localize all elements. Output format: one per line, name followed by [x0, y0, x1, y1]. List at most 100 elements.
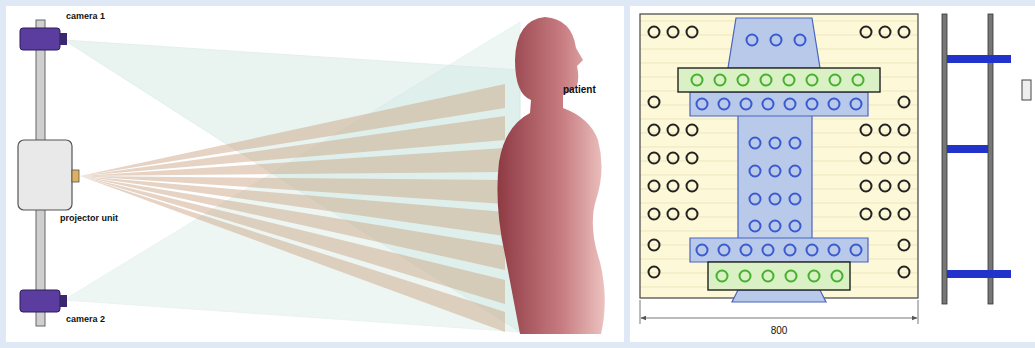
- hole: [829, 99, 840, 110]
- projector-lens: [72, 170, 79, 182]
- hole: [649, 267, 660, 278]
- hole: [807, 245, 818, 256]
- dimension-tick: [918, 300, 919, 324]
- camera-lens: [60, 295, 67, 307]
- hole: [770, 194, 781, 205]
- hole: [899, 240, 910, 251]
- hole: [899, 27, 910, 38]
- hole: [761, 75, 772, 86]
- camera-field: [64, 22, 520, 332]
- hole: [692, 75, 703, 86]
- hole: [649, 209, 660, 220]
- hole: [829, 245, 840, 256]
- subject-label: patient: [563, 84, 596, 95]
- hole: [880, 181, 891, 192]
- hole: [790, 166, 801, 177]
- hole: [649, 181, 660, 192]
- hole: [763, 99, 774, 110]
- right-panel: [630, 6, 1035, 342]
- projector-body: [18, 140, 72, 210]
- hole: [880, 27, 891, 38]
- hole: [770, 166, 781, 177]
- hole: [687, 209, 698, 220]
- hole: [861, 181, 872, 192]
- hole: [738, 75, 749, 86]
- device-label: projector unit: [60, 214, 118, 224]
- hole: [899, 125, 910, 136]
- hole: [668, 209, 679, 220]
- hole: [687, 153, 698, 164]
- side-bar: [947, 55, 1011, 63]
- left-panel: [6, 6, 624, 342]
- hole: [771, 35, 782, 46]
- hole: [807, 99, 818, 110]
- hole: [770, 138, 781, 149]
- hole: [861, 27, 872, 38]
- hole: [851, 245, 862, 256]
- blue-mount: [690, 18, 868, 302]
- hole: [830, 75, 841, 86]
- hole: [899, 153, 910, 164]
- dimension-label: 800: [771, 325, 788, 336]
- side-bar: [947, 145, 988, 153]
- hole: [649, 97, 660, 108]
- hole: [741, 99, 752, 110]
- hole: [809, 271, 820, 282]
- hole: [697, 245, 708, 256]
- hole: [899, 97, 910, 108]
- hole: [790, 194, 801, 205]
- hole: [750, 138, 761, 149]
- camera-body: [20, 28, 60, 50]
- hole: [763, 245, 774, 256]
- hole: [786, 271, 797, 282]
- hole: [668, 27, 679, 38]
- hole: [668, 181, 679, 192]
- hole: [861, 153, 872, 164]
- hole: [790, 221, 801, 232]
- hole: [795, 35, 806, 46]
- hole: [763, 271, 774, 282]
- hole: [861, 209, 872, 220]
- hole: [687, 125, 698, 136]
- dimension-line: [641, 318, 917, 319]
- dimension-tick: [640, 300, 641, 324]
- green-bar: [708, 262, 850, 290]
- green-bar: [678, 68, 880, 92]
- hole: [832, 271, 843, 282]
- hole: [649, 27, 660, 38]
- hole: [649, 125, 660, 136]
- hole: [687, 27, 698, 38]
- hole: [899, 181, 910, 192]
- holes: [649, 27, 910, 282]
- hole: [747, 35, 758, 46]
- projector-beams: [80, 84, 505, 332]
- hole: [649, 153, 660, 164]
- hole: [649, 240, 660, 251]
- side-bar: [947, 270, 1011, 278]
- device-label: camera 1: [66, 12, 105, 22]
- hole: [740, 271, 751, 282]
- device-label: camera 2: [66, 315, 105, 325]
- camera-lens: [60, 33, 67, 45]
- hole: [719, 99, 730, 110]
- hole: [851, 99, 862, 110]
- hole: [717, 271, 728, 282]
- hole: [853, 75, 864, 86]
- hole: [784, 75, 795, 86]
- hole: [715, 75, 726, 86]
- hole: [861, 125, 872, 136]
- hole: [880, 209, 891, 220]
- hole: [790, 138, 801, 149]
- hole: [880, 153, 891, 164]
- side-block: [1022, 80, 1031, 100]
- hole: [770, 221, 781, 232]
- hole: [750, 221, 761, 232]
- hole: [807, 75, 818, 86]
- hole: [719, 245, 730, 256]
- hole: [697, 99, 708, 110]
- hole: [668, 125, 679, 136]
- hole: [750, 194, 761, 205]
- hole: [880, 125, 891, 136]
- hole: [899, 267, 910, 278]
